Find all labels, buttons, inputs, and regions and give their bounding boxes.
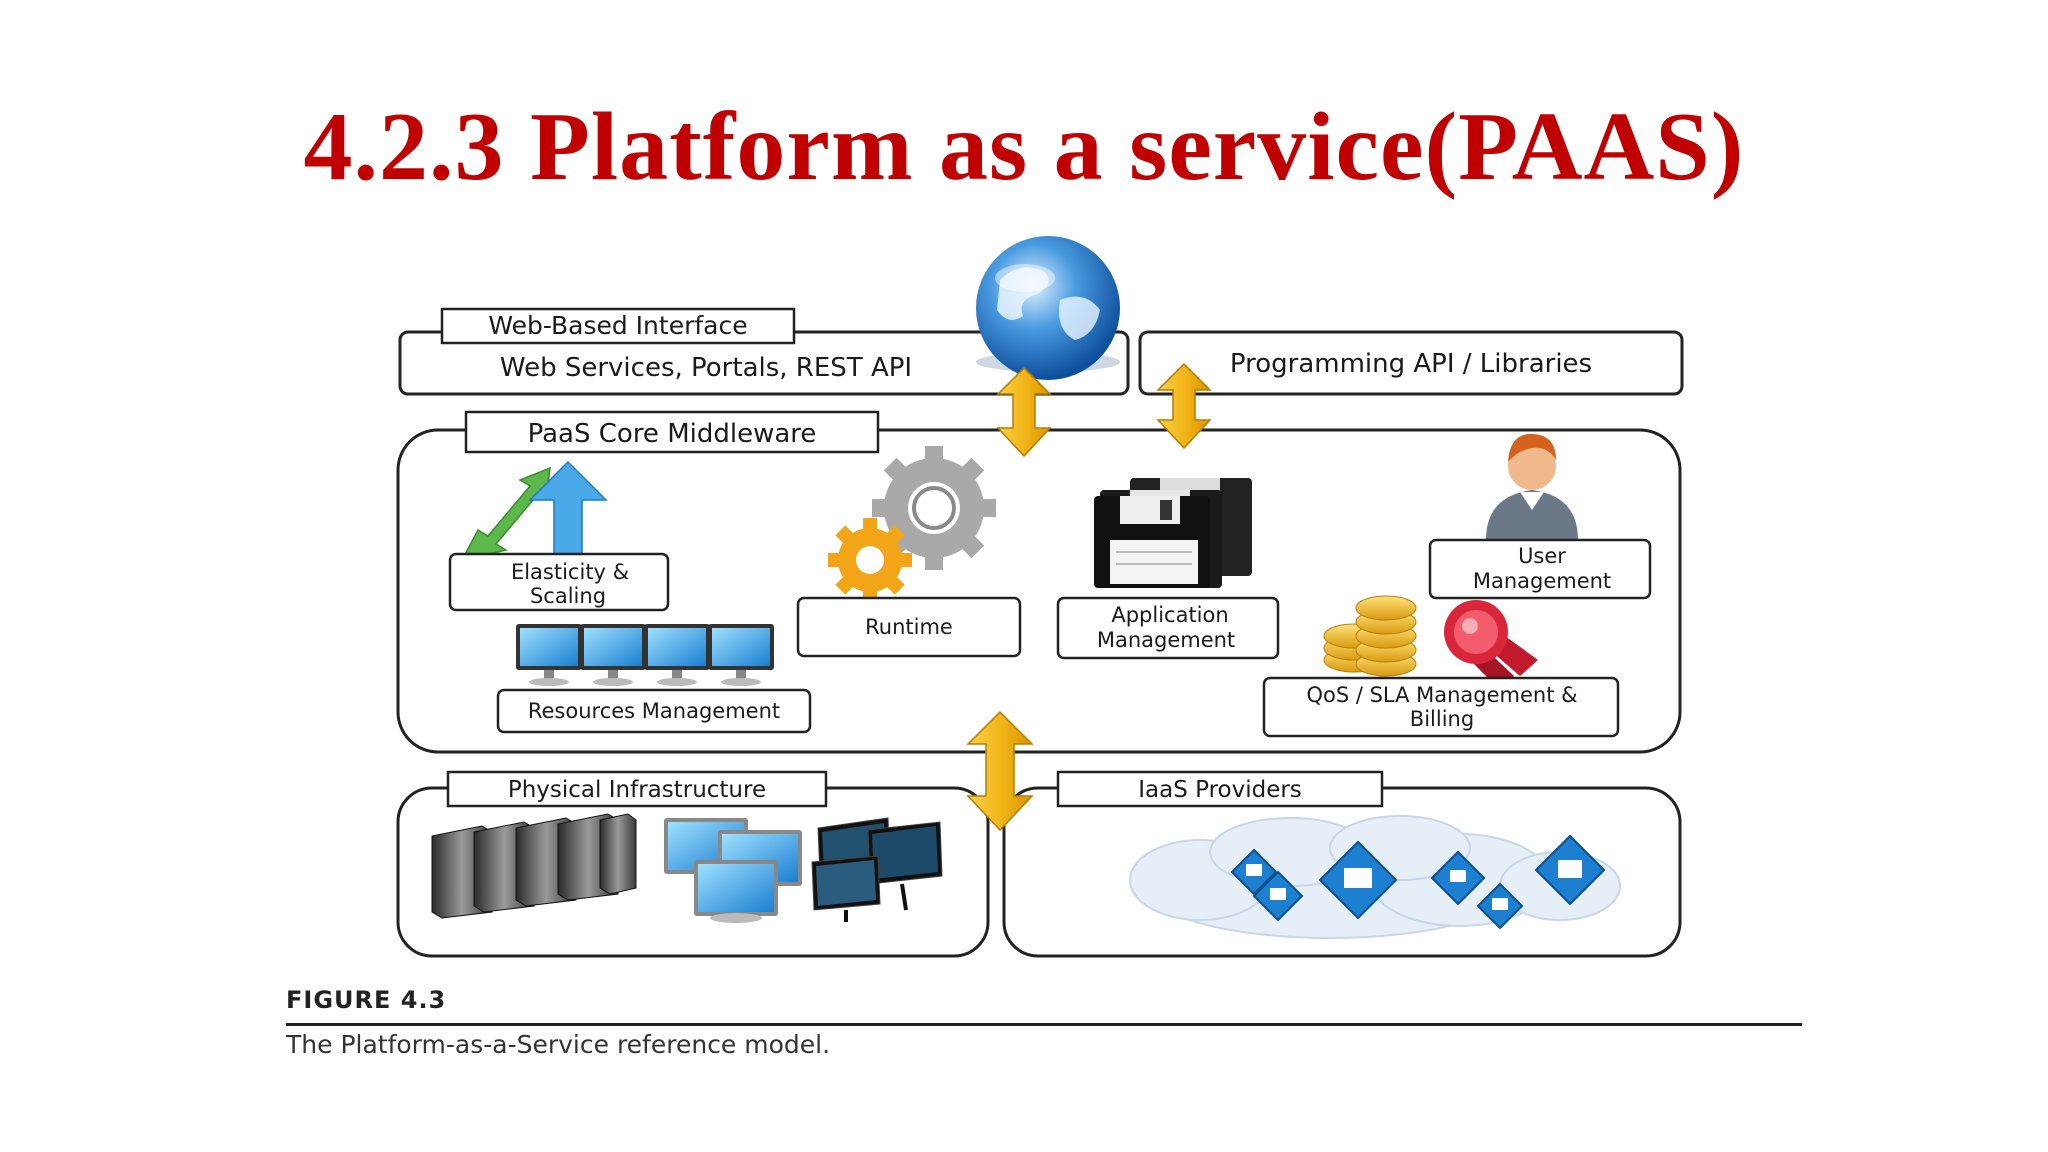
flat-screen-monitors-icon [811, 817, 943, 922]
application-management-label-line2: Management [1097, 628, 1235, 652]
programming-api-label: Programming API / Libraries [1230, 349, 1592, 379]
qos-label-line1: QoS / SLA Management & [1306, 683, 1577, 707]
elasticity-label-line1: Elasticity & [511, 560, 629, 584]
arrow-web-to-core-icon [996, 366, 1052, 458]
arrow-api-to-core-icon [1156, 362, 1212, 450]
arrow-core-to-infrastructure-icon [966, 710, 1034, 832]
qos-box: QoS / SLA Management & Billing [1262, 676, 1620, 738]
figure-label: FIGURE 4.3 [286, 986, 447, 1014]
web-interface-content-label: Web Services, Portals, REST API [500, 353, 912, 383]
web-interface-tab-label: Web-Based Interface [488, 311, 747, 340]
user-management-box: User Management [1428, 538, 1652, 600]
user-management-label-line1: User [1518, 544, 1566, 568]
coins-icon [1323, 595, 1417, 677]
desktop-monitors-icon [664, 818, 802, 923]
user-avatar-icon [1486, 433, 1578, 540]
user-management-label-line2: Management [1473, 569, 1611, 593]
gears-icon [828, 446, 996, 602]
physical-infrastructure-label: Physical Infrastructure [508, 777, 766, 803]
runtime-box: Runtime [796, 596, 1022, 658]
qos-label-line2: Billing [1410, 707, 1474, 731]
globe-icon [976, 236, 1120, 380]
runtime-label: Runtime [865, 615, 953, 639]
programming-api-box: Programming API / Libraries [1138, 330, 1684, 396]
elasticity-box: Elasticity & Scaling [448, 552, 670, 612]
core-middleware-tab-label: PaaS Core Middleware [528, 419, 817, 449]
resources-management-box: Resources Management [496, 688, 812, 734]
page-title: 4.2.3 Platform as a service(PAAS) [303, 93, 1745, 201]
server-rack-icon [431, 813, 637, 919]
iaas-providers-label: IaaS Providers [1138, 777, 1302, 803]
floppy-disks-icon [1094, 478, 1252, 588]
resources-management-label: Resources Management [528, 699, 780, 723]
application-management-label-line1: Application [1111, 603, 1228, 627]
cloud-network-icon [1129, 815, 1621, 939]
figure-divider [286, 1023, 1802, 1026]
application-management-box: Application Management [1056, 596, 1280, 660]
web-interface-box: Web-Based Interface Web Services, Portal… [398, 307, 1130, 396]
elasticity-label-line2: Scaling [530, 584, 606, 608]
figure-caption: The Platform-as-a-Service reference mode… [286, 1030, 831, 1059]
resource-monitors-icon [516, 624, 774, 686]
